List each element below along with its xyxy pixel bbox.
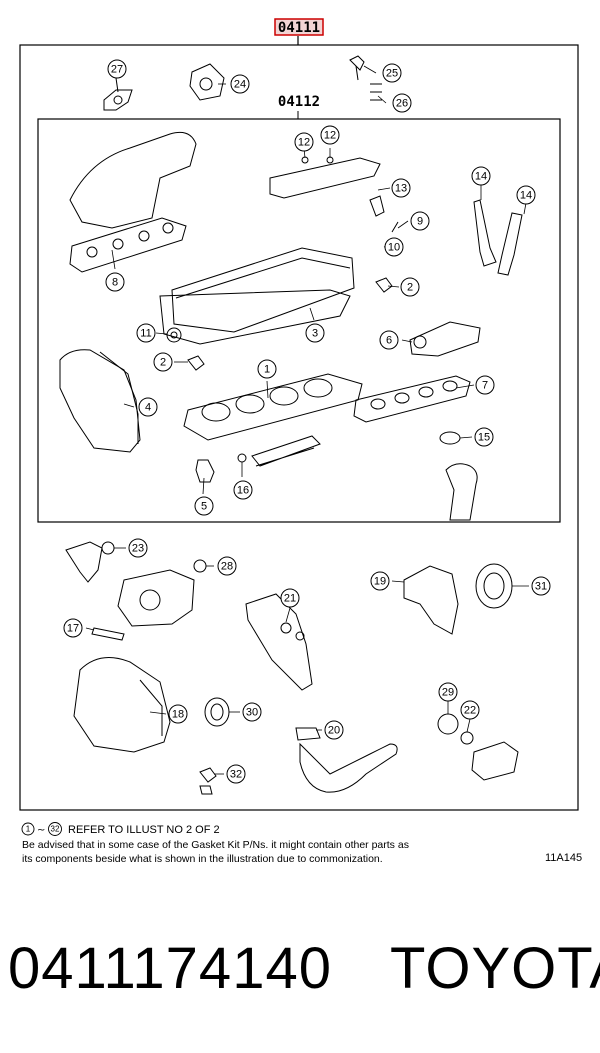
callout-circle[interactable] xyxy=(217,556,237,576)
inner-kit-frame xyxy=(37,118,561,523)
callout-number: 3 xyxy=(312,328,318,340)
callout-circle[interactable] xyxy=(392,93,412,113)
callout-circle[interactable] xyxy=(242,702,262,722)
note-advisory-line-2: its components beside what is shown in t… xyxy=(22,853,383,865)
callout-circle[interactable] xyxy=(294,132,314,152)
callout-number: 2 xyxy=(407,282,413,294)
callout-number: 27 xyxy=(111,64,123,76)
callout-number: 28 xyxy=(221,561,233,573)
callout-circle[interactable] xyxy=(128,538,148,558)
inner-kit-label: 04112 xyxy=(278,94,320,110)
callout-circle[interactable] xyxy=(531,576,551,596)
callout-number: 22 xyxy=(464,705,476,717)
callout-circle[interactable] xyxy=(63,618,83,638)
callout-circle[interactable] xyxy=(257,359,277,379)
parts-diagram: 04111 04112 xyxy=(19,18,579,836)
callout-circle[interactable] xyxy=(153,352,173,372)
note-ref-text: REFER TO ILLUST NO 2 OF 2 xyxy=(68,824,220,836)
callout-number: 19 xyxy=(374,576,386,588)
callout-circle[interactable] xyxy=(379,330,399,350)
callout-circle[interactable] xyxy=(391,178,411,198)
callout-number: 17 xyxy=(67,623,79,635)
callout-circle[interactable] xyxy=(324,720,344,740)
callout-number: 11 xyxy=(140,328,151,340)
callout-number: 7 xyxy=(482,380,488,392)
callout-circle[interactable] xyxy=(168,704,188,724)
callout-circle[interactable] xyxy=(138,397,158,417)
callout-circle[interactable] xyxy=(107,59,127,79)
callout-circle[interactable] xyxy=(230,74,250,94)
callout-number: 32 xyxy=(230,769,242,781)
outer-kit-label: 04111 xyxy=(278,20,320,36)
outer-kit-frame xyxy=(19,44,579,811)
callout-number: 31 xyxy=(535,581,547,593)
callout-number: 10 xyxy=(388,242,400,254)
callout-number: 18 xyxy=(172,709,184,721)
note-advisory-line-1: Be advised that in some case of the Gask… xyxy=(22,839,409,851)
callout-number: 23 xyxy=(132,543,144,555)
callout-circle[interactable] xyxy=(194,496,214,516)
callout-circle[interactable] xyxy=(226,764,246,784)
callout-circle[interactable] xyxy=(410,211,430,231)
callout-number: 8 xyxy=(112,277,118,289)
outer-kit-label-box[interactable] xyxy=(274,18,324,36)
callout-number: 4 xyxy=(145,402,151,414)
callout-circle[interactable] xyxy=(233,480,253,500)
callout-number: 20 xyxy=(328,725,340,737)
callout-circle[interactable] xyxy=(400,277,420,297)
note-circle-to-text: 32 xyxy=(51,825,60,834)
callout-number: 5 xyxy=(201,501,207,513)
callout-circle[interactable] xyxy=(105,272,125,292)
callout-number: 9 xyxy=(417,216,423,228)
callout-circle[interactable] xyxy=(305,323,325,343)
callout-number: 1 xyxy=(264,364,270,376)
callout-number: 14 xyxy=(520,190,532,202)
note-circle-from-text: 1 xyxy=(26,825,31,834)
note-tilde: ~ xyxy=(37,825,45,836)
note-circle-from xyxy=(21,822,35,836)
callout-group: 2724252612121391014142831126174151652328… xyxy=(63,59,551,784)
callout-circle[interactable] xyxy=(475,375,495,395)
callout-number: 14 xyxy=(475,171,487,183)
callout-number: 26 xyxy=(396,98,408,110)
note-circle-to xyxy=(48,822,62,836)
callout-number: 29 xyxy=(442,687,454,699)
callout-circle[interactable] xyxy=(382,63,402,83)
callout-number: 6 xyxy=(386,335,392,347)
callout-circle[interactable] xyxy=(471,166,491,186)
callout-number: 12 xyxy=(298,137,310,149)
footer-caption: 0411174140 TOYOTA xyxy=(8,935,600,1002)
callout-circle[interactable] xyxy=(474,427,494,447)
callout-circle[interactable] xyxy=(280,588,300,608)
callout-circle[interactable] xyxy=(460,700,480,720)
callout-number: 25 xyxy=(386,68,398,80)
callout-circle[interactable] xyxy=(384,237,404,257)
part-number: 0411174140 xyxy=(8,936,332,1001)
callout-circle[interactable] xyxy=(370,571,390,591)
callout-number: 24 xyxy=(234,79,246,91)
illustration-ref-code: 11A145 xyxy=(545,852,583,864)
note-refer-text: REFER TO ILLUST NO 2 OF 2 xyxy=(22,823,220,837)
callout-number: 16 xyxy=(237,485,249,497)
callout-circle[interactable] xyxy=(438,682,458,702)
callout-number: 13 xyxy=(395,183,407,195)
brand-name: TOYOTA xyxy=(389,936,600,1001)
callout-number: 2 xyxy=(160,357,166,369)
callout-number: 21 xyxy=(284,593,296,605)
callout-circle[interactable] xyxy=(516,185,536,205)
callout-circle[interactable] xyxy=(136,323,156,343)
callout-number: 12 xyxy=(324,130,336,142)
callout-number: 15 xyxy=(478,432,490,444)
callout-number: 30 xyxy=(246,707,258,719)
callout-circle[interactable] xyxy=(320,125,340,145)
